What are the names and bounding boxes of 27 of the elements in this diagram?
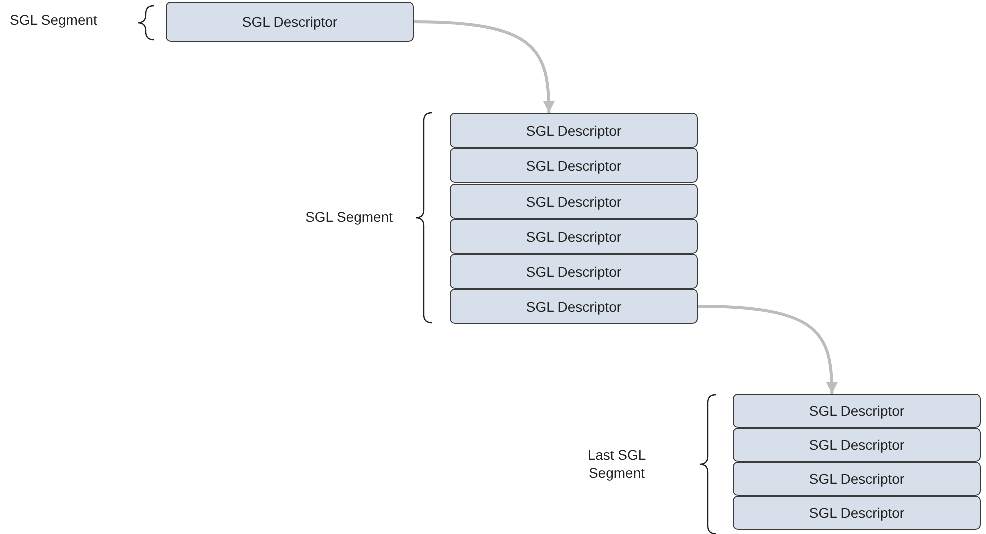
descriptor-label: SGL Descriptor [526, 298, 622, 314]
descriptor-box [733, 496, 981, 530]
descriptor-label: SGL Descriptor [526, 228, 622, 244]
descriptor-box [733, 462, 981, 496]
descriptor-label: SGL Descriptor [526, 194, 622, 210]
descriptor-box [450, 254, 698, 289]
descriptor-label: SGL Descriptor [809, 505, 905, 521]
segment-label: Last SGL Segment [586, 447, 648, 482]
descriptor-box [733, 394, 981, 428]
arrow [698, 305, 838, 394]
descriptor-box [450, 219, 698, 254]
descriptor-label: SGL Descriptor [526, 122, 622, 138]
descriptor-label: SGL Descriptor [526, 158, 622, 174]
descriptor-label: SGL Descriptor [809, 437, 905, 453]
arrow [414, 20, 555, 114]
descriptor-label: SGL Descriptor [526, 264, 622, 280]
descriptor-box [450, 289, 698, 324]
descriptor-box [450, 113, 698, 148]
descriptor-box [450, 148, 698, 183]
descriptor-label: SGL Descriptor [809, 403, 905, 419]
descriptor-label: SGL Descriptor [242, 14, 338, 30]
descriptor-label: SGL Descriptor [809, 471, 905, 487]
segment-label: SGL Segment [304, 209, 393, 226]
descriptor-box [166, 2, 414, 42]
descriptor-box [450, 184, 698, 219]
segment-label: SGL Segment [10, 12, 98, 30]
descriptor-box [733, 428, 981, 462]
